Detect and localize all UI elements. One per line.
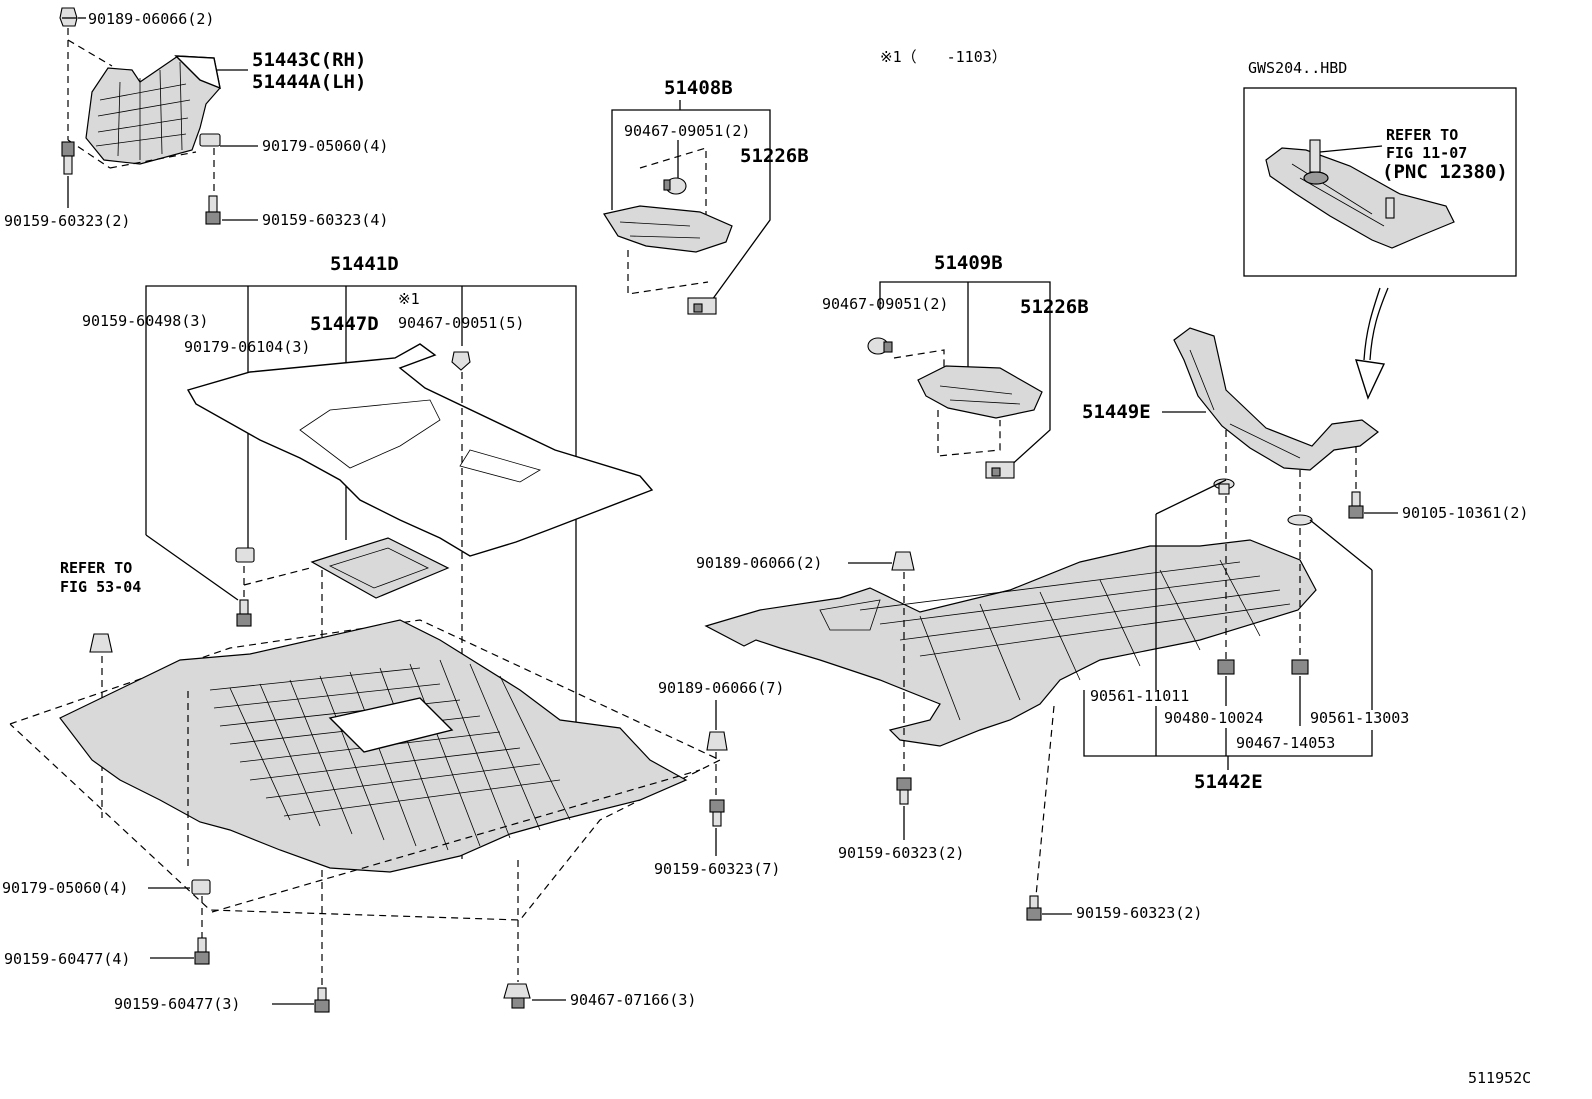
ref-line1: REFER TO: [1386, 126, 1458, 144]
clip-icon: [985, 461, 1015, 479]
bolt-icon: [194, 937, 210, 965]
bolt-icon: [205, 195, 221, 225]
label-90159-60323-7: 90159-60323(7): [654, 860, 780, 878]
label-51447d: 51447D: [310, 313, 379, 335]
label-90159-60323-low: 90159-60323(2): [1076, 904, 1202, 922]
label-90159-60323-mid: 90159-60323(2): [838, 844, 964, 862]
label-90189-06066-7: 90189-06066(7): [658, 679, 784, 697]
pad-51447d: [310, 537, 450, 599]
ref-line3: (PNC 12380): [1382, 161, 1508, 183]
clip-icon: [451, 351, 471, 371]
nut-icon: [199, 133, 221, 147]
label-51443c: 51443C(RH): [252, 49, 366, 71]
label-90467-07166: 90467-07166(3): [570, 991, 696, 1009]
refer-fig-53-04: REFER TO FIG 53-04: [60, 559, 141, 818]
label-90467-14053: 90467-14053: [1236, 734, 1335, 752]
nut-icon: [1217, 659, 1235, 675]
lower-left-fasteners: 90179-05060(4) 90159-60477(4) 90159-6047…: [2, 860, 696, 1013]
label-90159-60477-3: 90159-60477(3): [114, 995, 240, 1013]
label-90561-13003: 90561-13003: [1310, 709, 1409, 727]
label-90179-05060-low: 90179-05060(4): [2, 879, 128, 897]
label-51408b: 51408B: [664, 77, 733, 99]
bracket-51408b-group: 51408B 90467-09051(2) 51226B: [603, 77, 809, 315]
clip-icon: [867, 337, 893, 355]
engine-reference-box: GWS204..HBD REFER TO FIG 11-07 (PNC 1238…: [1243, 59, 1517, 277]
label-90179-05060-top: 90179-05060(4): [262, 137, 388, 155]
label-90561-11011: 90561-11011: [1090, 687, 1189, 705]
label-51226b-a: 51226B: [740, 145, 809, 167]
label-90159-60323-left: 90159-60323(2): [4, 212, 130, 230]
bracket-51443c-shape: [85, 55, 221, 165]
bolt-icon: [236, 599, 252, 627]
under-cover-51442e-group: 90189-06066(2) 90159-60323(2) 90159-6032…: [696, 478, 1409, 922]
ref-line2: FIG 11-07: [1386, 144, 1467, 162]
refer-line1: REFER TO: [60, 559, 132, 577]
insulator-sheet: [186, 343, 654, 557]
bracket-51409b-group: 51409B 90467-09051(2) 51226B: [822, 252, 1089, 479]
label-90480-10024: 90480-10024: [1164, 709, 1263, 727]
middle-fasteners: 90189-06066(7) 90159-60323(7): [654, 679, 784, 878]
label-90179-06104: 90179-06104(3): [184, 338, 310, 356]
label-51442e: 51442E: [1194, 771, 1263, 793]
label-51444a: 51444A(LH): [252, 71, 366, 93]
clip-icon: [706, 731, 728, 751]
label-90467-09051-2a: 90467-09051(2): [624, 122, 750, 140]
nut-icon: [191, 879, 211, 895]
label-90189-06066-mid: 90189-06066(2): [696, 554, 822, 572]
label-90105-10361: 90105-10361(2): [1402, 504, 1528, 522]
label-51409b: 51409B: [934, 252, 1003, 274]
arrow-down-icon: [1354, 287, 1389, 400]
label-90467-09051-2b: 90467-09051(2): [822, 295, 948, 313]
crossmember-51449e-group: 51449E 90105-10361(2): [1082, 327, 1528, 522]
main-under-cover: [9, 619, 722, 921]
label-90467-09051-5: 90467-09051(5): [398, 314, 524, 332]
bracket-51408b-shape: [603, 205, 733, 253]
clip-icon: [59, 7, 78, 27]
bracket-51443c-group: 90189-06066(2) 51443C(RH) 51444A(LH) 901…: [4, 7, 388, 230]
grommet-icon: [1287, 514, 1313, 526]
nut-icon: [235, 547, 255, 563]
label-90159-60498: 90159-60498(3): [82, 312, 208, 330]
label-90159-60477-4: 90159-60477(4): [4, 950, 130, 968]
engine-code: GWS204..HBD: [1248, 59, 1347, 77]
bolt-icon: [709, 799, 725, 827]
ref-frame: [1243, 87, 1517, 277]
label-90189-06066-top: 90189-06066(2): [88, 10, 214, 28]
clip-icon: [503, 983, 531, 1009]
label-51441d: 51441D: [330, 253, 399, 275]
label-90159-60323-4: 90159-60323(4): [262, 211, 388, 229]
bracket-51409b-shape: [917, 365, 1043, 419]
bolt-icon: [61, 141, 75, 175]
clip-icon: [687, 297, 717, 315]
bolt-icon: [896, 777, 912, 805]
label-51226b-b: 51226B: [1020, 296, 1089, 318]
label-star1: ※1: [398, 290, 420, 308]
label-51449e: 51449E: [1082, 401, 1151, 423]
grommet-icon: [1213, 478, 1235, 495]
figure-id: 511952C: [1468, 1069, 1531, 1087]
crossmember-51449e-shape: [1173, 327, 1379, 471]
nut-icon: [1291, 659, 1309, 675]
refer-line2: FIG 53-04: [60, 578, 141, 596]
bolt-icon: [1348, 491, 1364, 519]
clip-icon: [663, 177, 687, 195]
bolt-icon: [1026, 895, 1042, 921]
clip-icon: [89, 633, 113, 653]
bolt-icon: [314, 987, 330, 1013]
clip-icon: [891, 551, 915, 571]
cover-51441d-group: 51441D 90159-60498(3) 90179-06104(3) 514…: [82, 253, 654, 990]
note-mark: ※1（ -1103）: [880, 48, 1007, 66]
